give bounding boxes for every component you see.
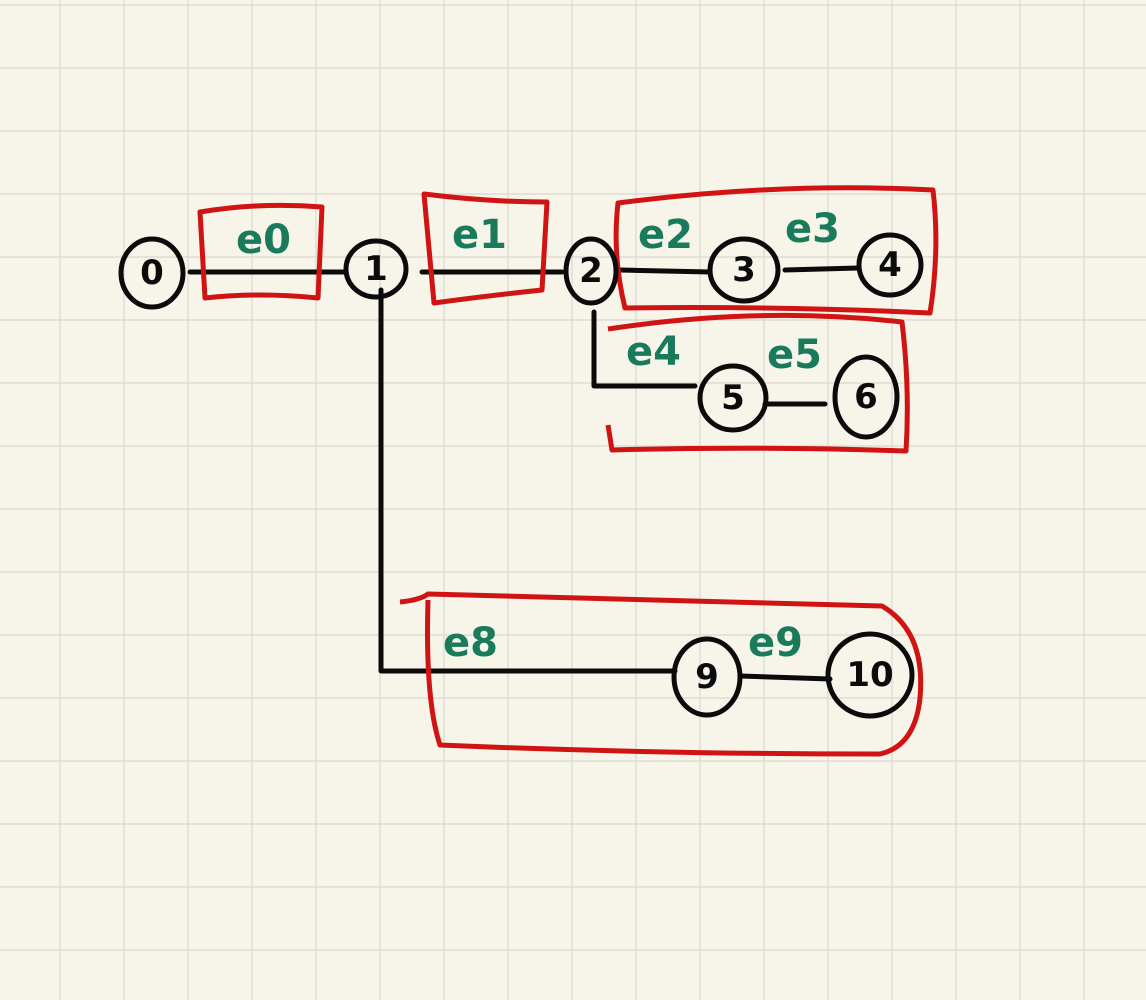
group-box-e2-e3 [613, 185, 939, 316]
group-box-e0 [197, 202, 325, 301]
node-6: 6 [832, 354, 900, 440]
edge-label-e8: e8 [443, 620, 498, 666]
node-9-label: 9 [695, 657, 719, 697]
edge-label-e4: e4 [626, 329, 681, 375]
edge-e4-line [591, 309, 698, 389]
edge-e8-line [378, 287, 678, 674]
node-6-label: 6 [854, 377, 878, 417]
node-3: 3 [707, 236, 781, 304]
node-10-label: 10 [846, 655, 893, 695]
edge-label-e1: e1 [452, 212, 507, 258]
node-1: 1 [343, 238, 409, 300]
node-0: 0 [118, 236, 186, 310]
node-4: 4 [856, 232, 924, 298]
edge-label-e5: e5 [767, 332, 822, 378]
node-3-label: 3 [732, 250, 756, 290]
node-0-label: 0 [140, 253, 164, 293]
edge-label-e0: e0 [236, 217, 291, 263]
edge-label-e9: e9 [748, 620, 803, 666]
edge-e9-line [737, 673, 833, 682]
node-2: 2 [563, 236, 619, 306]
node-5: 5 [697, 363, 769, 433]
edge-label-e3: e3 [785, 206, 840, 252]
group-box-e1 [421, 191, 550, 306]
node-5-label: 5 [721, 378, 745, 418]
edge-e3-line [782, 265, 861, 273]
edge-label-e2: e2 [638, 212, 693, 258]
group-box-e4-e5 [605, 312, 910, 454]
node-1-label: 1 [364, 249, 388, 289]
edge-e2-line [617, 267, 713, 275]
group-box-e8-e9 [399, 591, 924, 757]
node-10: 10 [825, 631, 915, 719]
node-9: 9 [671, 636, 743, 718]
node-4-label: 4 [878, 245, 902, 285]
node-2-label: 2 [579, 251, 603, 291]
